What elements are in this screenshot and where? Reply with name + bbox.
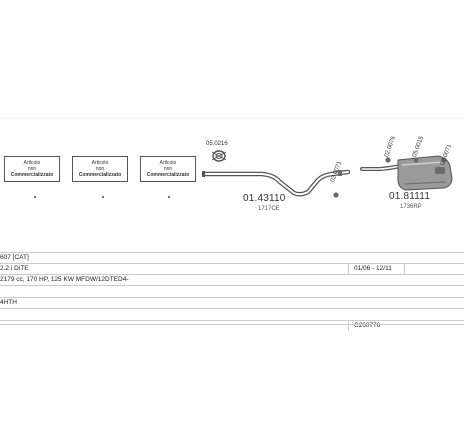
row-empty	[0, 285, 464, 297]
placeholder-box-2: Articolo non Commercializzato	[72, 156, 128, 182]
engine-text: 2.2 i DiTE	[0, 265, 29, 272]
row-specs: 2179 cc, 170 HP, 125 KW MFDW/12DTED4-	[0, 274, 464, 285]
label-rear-muffler-sub: 1736RP	[400, 204, 422, 210]
column-divider	[348, 264, 349, 274]
rear-muffler-icon	[360, 155, 453, 191]
placeholder-dot-1	[34, 196, 36, 198]
label-middle-pipe: 01.43110	[243, 193, 286, 204]
engine-code-text: 4HTH	[0, 299, 17, 306]
column-divider	[404, 264, 405, 274]
column-divider	[348, 321, 349, 331]
row-catalog: C260776	[0, 320, 464, 331]
info-table: 607 [CAT] 2.2 i DiTE 01/06 - 12/11 2179 …	[0, 252, 464, 331]
placeholder-line3: Commercializzato	[78, 172, 122, 178]
placeholder-box-3: Articolo non Commercializzato	[140, 156, 196, 182]
front-clamp-icon	[211, 150, 227, 162]
top-rule	[0, 118, 464, 119]
placeholder-dot-2	[102, 196, 104, 198]
placeholder-box-1: Articolo non Commercializzato	[4, 156, 60, 182]
specs-text: 2179 cc, 170 HP, 125 KW MFDW/12DTED4-	[0, 276, 129, 283]
model-text: 607 [CAT]	[0, 254, 29, 261]
placeholder-dot-3	[168, 196, 170, 198]
placeholder-line2: non	[163, 166, 173, 172]
row-engine-code: 4HTH	[0, 297, 464, 308]
placeholder-line3: Commercializzato	[146, 172, 190, 178]
placeholder-line1: Articolo	[159, 160, 177, 166]
label-front-clamp: 05.0216	[206, 141, 228, 147]
row-engine: 2.2 i DiTE 01/06 - 12/11	[0, 263, 464, 274]
catalog-code-text: C260776	[354, 322, 381, 329]
label-middle-pipe-sub: 1717CE	[258, 206, 280, 212]
placeholder-line2: non	[95, 166, 105, 172]
table-bottom-rule	[0, 324, 464, 325]
placeholder-line2: non	[27, 166, 37, 172]
label-rear-muffler: 01.81111	[389, 191, 431, 202]
rear-clamp-icon	[385, 157, 447, 163]
placeholder-line3: Commercializzato	[10, 172, 54, 178]
middle-pipe-icon	[201, 169, 351, 197]
placeholder-line1: Articolo	[23, 160, 41, 166]
period-text: 01/06 - 12/11	[354, 265, 392, 272]
middle-clamp-icon	[333, 192, 339, 198]
row-model: 607 [CAT]	[0, 252, 464, 263]
placeholder-line1: Articolo	[91, 160, 109, 166]
row-empty	[0, 308, 464, 320]
